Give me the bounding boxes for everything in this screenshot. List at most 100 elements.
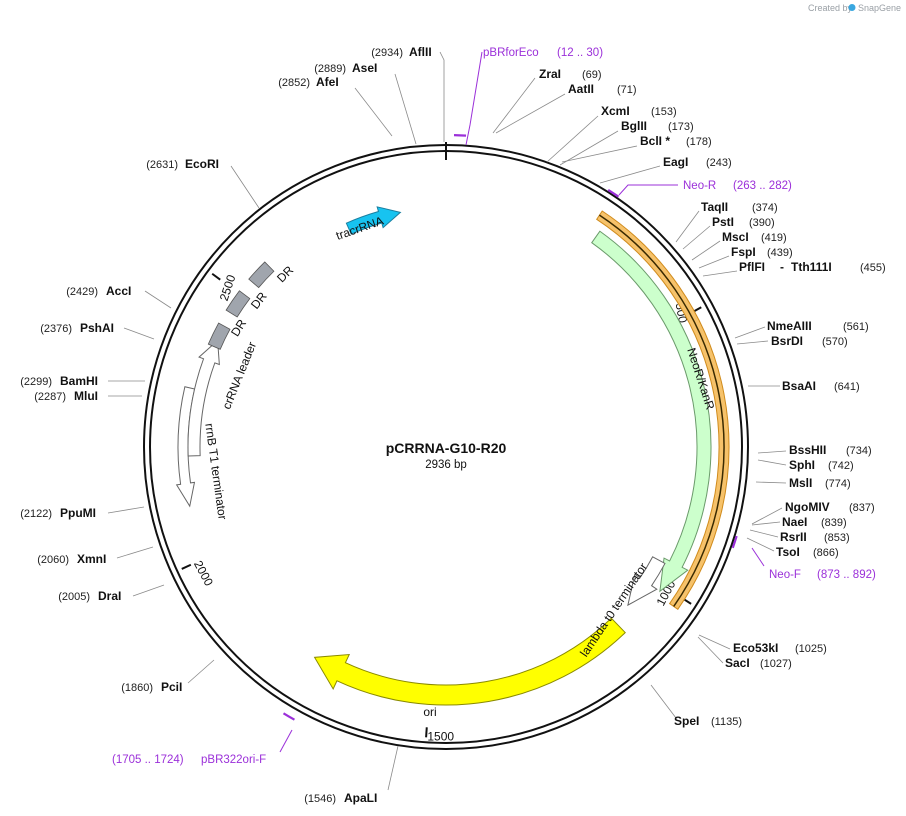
site-pos-bsaai: (641) <box>834 381 860 393</box>
orf-highlight <box>595 210 730 611</box>
credit-prefix: Created by <box>808 3 853 13</box>
tick-label-2000: 2000 <box>191 558 216 588</box>
leader-ecori <box>230 165 260 209</box>
leader-xmni <box>116 546 154 559</box>
site-name-asei: AseI <box>352 61 377 75</box>
plasmid-name: pCRRNA-G10-R20 <box>386 440 507 456</box>
site-pos-bglii: (173) <box>668 121 694 133</box>
site-name-drai: DraI <box>98 589 121 603</box>
leader-bsshii <box>757 450 787 454</box>
site-name-ppumi: PpuMI <box>60 506 96 520</box>
site-pos-eco53ki: (1025) <box>795 643 827 655</box>
leader-bglii <box>559 130 619 166</box>
site-pos-drai: (2005) <box>58 591 90 603</box>
leader-zrai <box>492 77 536 134</box>
site-pos-aatii: (71) <box>617 84 637 96</box>
site-pos-pshai: (2376) <box>40 323 72 335</box>
leader-pshai <box>123 327 155 340</box>
site-pos-zrai: (69) <box>582 69 602 81</box>
feature-neor-kanr <box>591 230 712 593</box>
site-name-bsshii: BssHII <box>789 443 826 457</box>
site-name-naei: NaeI <box>782 515 807 529</box>
site-pos-ppumi: (2122) <box>20 508 52 520</box>
site-pos-msli: (774) <box>825 478 851 490</box>
site-name-eagi: EagI <box>663 155 688 169</box>
primer-leader-pbrforeco <box>465 51 483 146</box>
leader-sphi <box>757 459 787 466</box>
site-name-bsrdi: BsrDI <box>771 334 803 348</box>
primer-mark-neo-r <box>607 188 620 198</box>
dr-box <box>207 322 231 350</box>
feature-label-rrnb-t1: rrnB T1 terminator <box>202 422 229 520</box>
feature-label-dr-3: DR <box>274 263 296 285</box>
site-pos-pcii: (1860) <box>121 682 153 694</box>
site-name-pcii: PciI <box>161 680 182 694</box>
tick-2000 <box>181 563 192 570</box>
feature-crrna-leader <box>187 339 220 457</box>
site-name-tsoi: TsoI <box>776 545 800 559</box>
leader-psti <box>682 225 711 250</box>
leader-taqii <box>675 210 700 243</box>
site-name-ecori: EcoRI <box>185 157 219 171</box>
site-name-rsrii: RsrII <box>780 530 807 544</box>
primer-name-neo-r: Neo-R <box>683 180 716 192</box>
site-name-saci: SacI <box>725 656 750 670</box>
primer-leaders <box>279 51 765 753</box>
site-pos-tsoi: (866) <box>813 547 839 559</box>
orf-strand-line <box>599 214 725 607</box>
site-pos-xmni: (2060) <box>37 554 69 566</box>
site-pos-aflii: (2934) <box>371 47 403 59</box>
site-pos-sphi: (742) <box>828 460 854 472</box>
primer-range-neo-f: (873 .. 892) <box>817 569 876 581</box>
primer-name-pbr322ori-f: pBR322ori-F <box>201 754 266 766</box>
site-name-ngomiv: NgoMIV <box>785 500 830 514</box>
leader-rsrii <box>749 529 779 538</box>
tick-2500 <box>211 272 221 281</box>
site-name-msli: MslI <box>789 476 812 490</box>
site-name-aflii: AflII <box>409 45 432 59</box>
primer-name-pbrforeco: pBRforEco <box>483 47 539 59</box>
site-name-bamhi: BamHI <box>60 374 98 388</box>
site-pos-ngomiv: (837) <box>849 502 875 514</box>
site-pos-xcmi: (153) <box>651 106 677 118</box>
leader-bsrdi <box>736 340 769 345</box>
credit-brand: SnapGene <box>858 3 901 13</box>
leader-ngomiv <box>751 507 783 525</box>
leader-pflfi <box>702 270 738 277</box>
leader-afei <box>354 87 393 137</box>
leader-xcmi <box>546 115 599 163</box>
site-pos-taqii: (374) <box>752 202 778 214</box>
leader-msci <box>691 240 721 261</box>
site-pos-naei: (839) <box>821 517 847 529</box>
primer-leader-neo-r <box>618 184 678 196</box>
site-pos-eagi: (243) <box>706 157 732 169</box>
plasmid-length: 2936 bp <box>425 459 467 471</box>
site-name-fspi: FspI <box>731 245 756 259</box>
site-pos-msci: (419) <box>761 232 787 244</box>
dr-repeats <box>207 261 275 350</box>
leader-nmeaiii <box>734 326 766 339</box>
site-pos-saci: (1027) <box>760 658 792 670</box>
site-pos-nmeaiii: (561) <box>843 321 869 333</box>
leader-saci <box>697 636 724 664</box>
leader-pcii <box>187 659 215 684</box>
primer-name-neo-f: Neo-F <box>769 569 801 581</box>
feature-label-dr-2: DR <box>248 289 270 312</box>
site-name-spei: SpeI <box>674 714 699 728</box>
site-pos-rsrii: (853) <box>824 532 850 544</box>
primer-mark-neo-f <box>731 535 738 549</box>
site-name-bcli: BclI * <box>640 134 670 148</box>
site-pos-bamhi: (2299) <box>20 376 52 388</box>
site-name-mlui: MluI <box>74 389 98 403</box>
site-leaders <box>107 51 787 791</box>
site-name-separator: - <box>780 260 784 274</box>
site-pos-apali: (1546) <box>304 793 336 805</box>
site-name-msci: MscI <box>722 230 749 244</box>
site-name-nmeaiii: NmeAIII <box>767 319 812 333</box>
leader-msli <box>755 481 787 484</box>
site-name-tth111i: Tth111I <box>791 260 832 274</box>
site-name-bsaai: BsaAI <box>782 379 816 393</box>
leader-ppumi <box>107 506 145 514</box>
